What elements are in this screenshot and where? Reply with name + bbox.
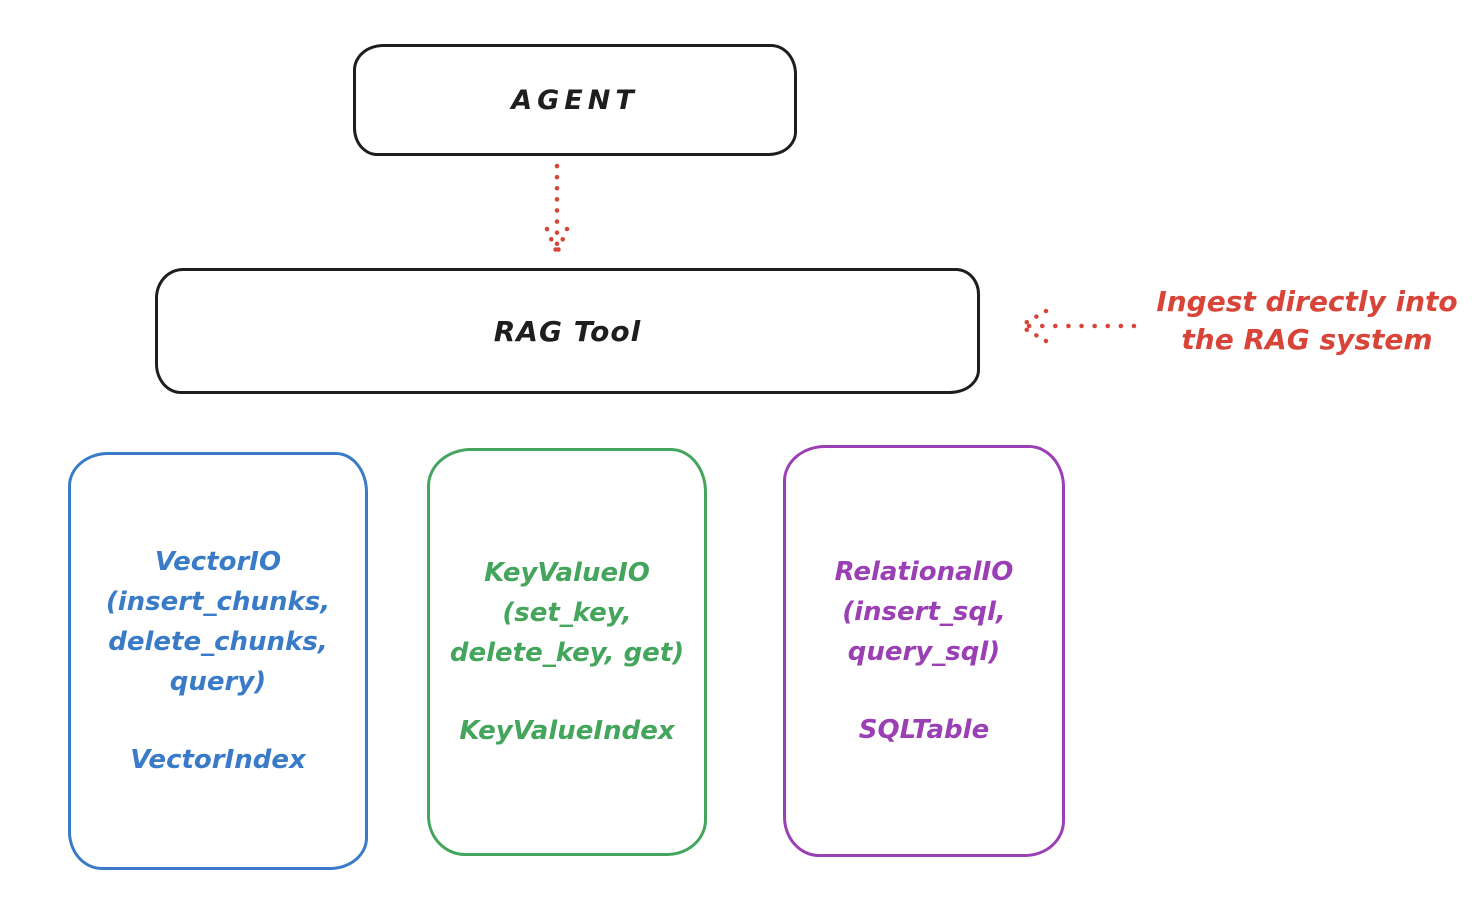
vectorio-box: VectorIO (insert_chunks, delete_chunks, …	[68, 452, 368, 870]
relationalio-box-title: RelationalIO	[834, 557, 1014, 587]
relationalio-box: RelationalIO (insert_sql, query_sql) SQL…	[783, 445, 1065, 857]
keyvalueio-box: KeyValueIO (set_key, delete_key, get) Ke…	[427, 448, 707, 856]
vectorio-box-title: VectorIO	[154, 547, 282, 577]
agent-to-rag-arrow-icon	[544, 163, 570, 261]
rag-tool-box: RAG Tool	[155, 268, 980, 394]
relationalio-box-index-label: SQLTable	[858, 715, 990, 745]
rag-tool-box-label: RAG Tool	[493, 314, 642, 348]
ingest-annotation-text: Ingest directly into the RAG system	[1156, 285, 1458, 356]
keyvalueio-box-title: KeyValueIO	[484, 558, 650, 588]
keyvalueio-box-params: (set_key, delete_key, get)	[449, 598, 685, 668]
vectorio-box-index-label: VectorIndex	[130, 745, 306, 775]
vectorio-box-params: (insert_chunks, delete_chunks, query)	[105, 587, 331, 697]
keyvalueio-box-index-label: KeyValueIndex	[459, 716, 675, 746]
agent-box: AGENT	[353, 44, 797, 156]
agent-box-label: AGENT	[511, 84, 639, 116]
relationalio-box-params: (insert_sql, query_sql)	[842, 597, 1006, 667]
ingest-annotation-arrow-icon	[1016, 306, 1138, 346]
